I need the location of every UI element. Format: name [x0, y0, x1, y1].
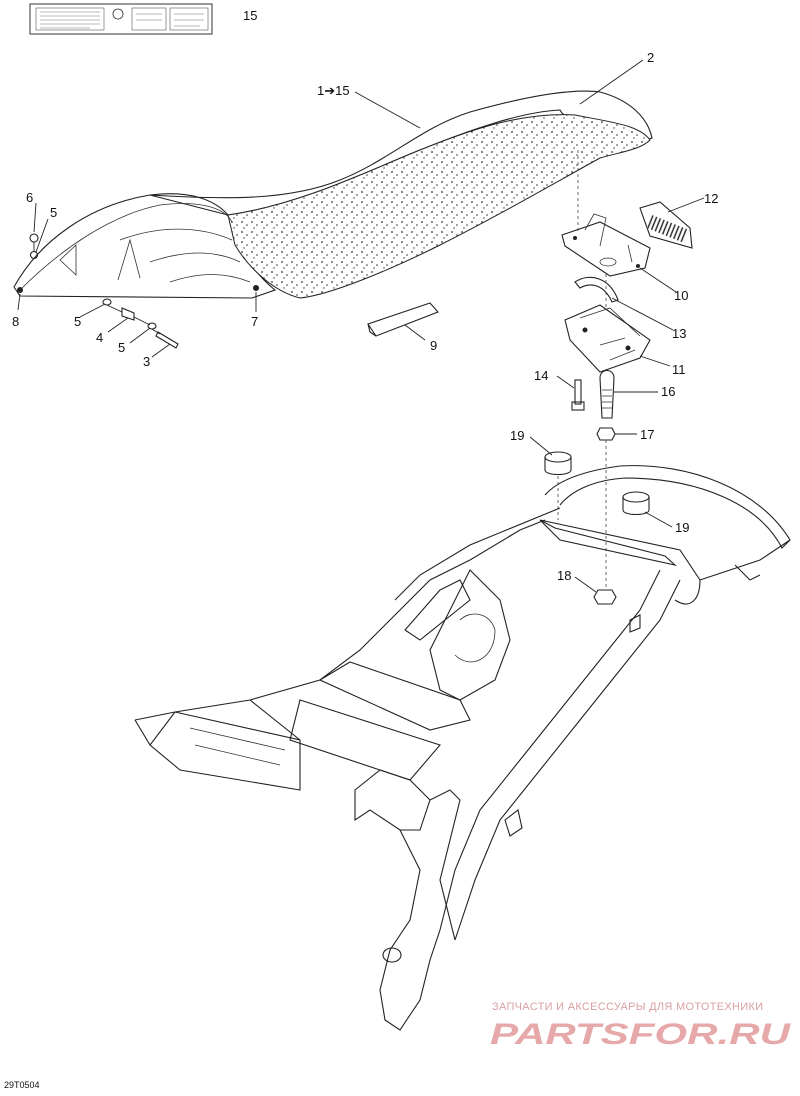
bumper-19-left	[544, 451, 572, 476]
bolt-14	[574, 379, 582, 405]
callout-10: 10	[674, 288, 688, 303]
seat-base-ribs	[59, 228, 251, 283]
latch-hook-12	[639, 201, 693, 249]
callout-11: 11	[672, 362, 686, 377]
callout-19-right: 19	[675, 520, 689, 535]
diagram-code: 29T0504	[4, 1080, 40, 1090]
latch-bracket-10	[561, 213, 651, 277]
seat-cover-speckle	[227, 114, 651, 299]
callout-17: 17	[640, 427, 654, 442]
callout-13: 13	[672, 326, 686, 341]
washer-6	[29, 233, 39, 243]
callout-6: 6	[26, 190, 33, 205]
striker-16	[599, 369, 615, 419]
seat-edge-line	[19, 203, 233, 291]
callout-16: 16	[661, 384, 675, 399]
callout-8: 8	[12, 314, 19, 329]
callout-5-right: 5	[118, 340, 125, 355]
bolt-3	[155, 331, 179, 349]
callout-14: 14	[534, 368, 548, 383]
nut-18	[593, 589, 617, 605]
callout-1-15: 1➔15	[317, 83, 350, 98]
watermark: ЗАПЧАСТИ И АКСЕССУАРЫ ДЛЯ МОТОТЕХНИКИ PA…	[490, 1001, 792, 1051]
callout-12: 12	[704, 191, 718, 206]
bumper-19-right	[622, 491, 650, 516]
callout-18: 18	[557, 568, 571, 583]
callout-9: 9	[430, 338, 437, 353]
callout-5-left: 5	[74, 314, 81, 329]
pin-7	[253, 285, 259, 291]
callout-3: 3	[143, 354, 150, 369]
latch-base-11	[564, 304, 651, 373]
callout-19-left: 19	[510, 428, 524, 443]
callout-15: 15	[243, 8, 257, 23]
nut-17	[596, 427, 616, 441]
seat-assembly	[13, 90, 653, 299]
frame	[134, 465, 791, 1031]
watermark-brand: PARTSFOR.RU	[490, 1018, 792, 1051]
callout-2: 2	[647, 50, 654, 65]
watermark-tagline: ЗАПЧАСТИ И АКСЕССУАРЫ ДЛЯ МОТОТЕХНИКИ	[492, 1001, 763, 1013]
leader-lines	[17, 59, 705, 593]
spacer-4	[121, 307, 135, 321]
hardware-14-16-17	[571, 369, 616, 441]
strap-9	[367, 302, 439, 337]
callout-7: 7	[251, 314, 258, 329]
callout-4: 4	[96, 330, 103, 345]
gasket-13	[574, 276, 619, 303]
decal-label	[29, 3, 213, 35]
callout-5-top: 5	[50, 205, 57, 220]
pin-8	[17, 287, 23, 293]
seat-fasteners	[17, 233, 259, 349]
